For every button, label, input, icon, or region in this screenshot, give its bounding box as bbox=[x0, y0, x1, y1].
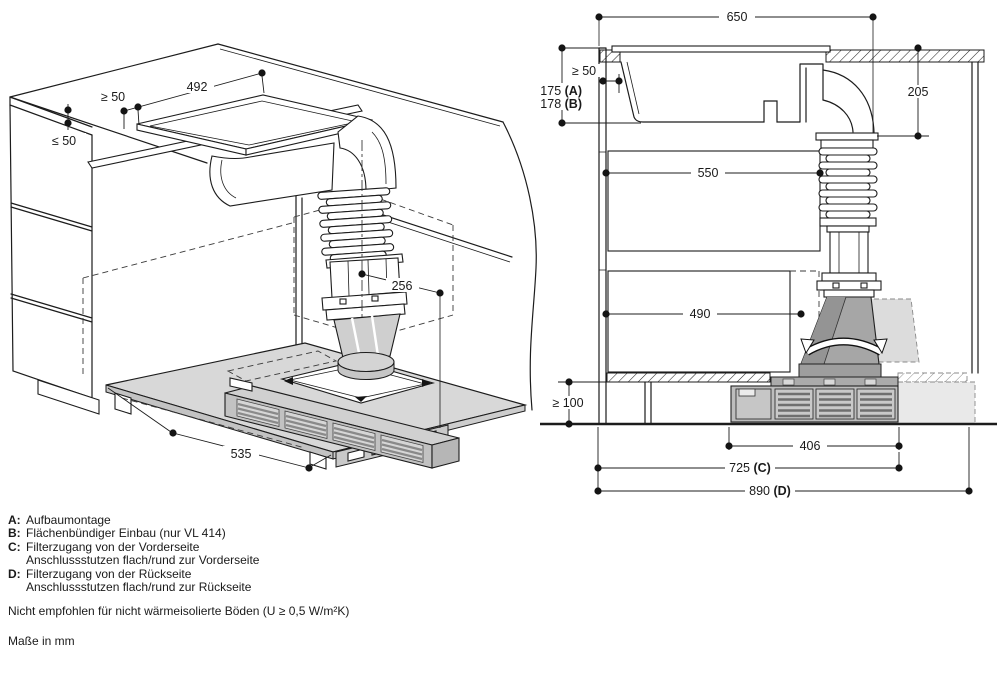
plinth-blower bbox=[730, 376, 976, 425]
dim-duct-clearance-label: 256 bbox=[392, 279, 413, 293]
dim-plinth-height-label: ≥ 100 bbox=[552, 396, 583, 410]
duct-position-outline bbox=[226, 350, 338, 382]
legend-text: Flächenbündiger Einbau (nur VL 414) bbox=[26, 526, 226, 541]
side-panel-edge bbox=[295, 195, 303, 353]
dim-cutout-length-label: 492 bbox=[187, 80, 208, 94]
angled-duct bbox=[333, 313, 401, 363]
swivel-arrow bbox=[800, 337, 888, 356]
legend-item-d: D: Filterzugang von der Rückseite bbox=[8, 566, 568, 581]
plinth-grilles bbox=[774, 378, 896, 420]
trough-body bbox=[209, 142, 335, 207]
dim-niche-width-label: 650 bbox=[727, 10, 748, 24]
trough-lid-section bbox=[611, 45, 831, 53]
installation-drawing: ≤ 50 ≥ 50 492 256 535 bbox=[9, 10, 997, 498]
dim-depth-a-label: 175 (A) bbox=[540, 84, 582, 98]
legend-text: Anschlussstutzen flach/rund zur Vorderse… bbox=[26, 553, 260, 568]
worktop bbox=[9, 43, 537, 411]
downdraft-trough bbox=[87, 94, 373, 207]
legend: A: Aufbaumontage B: Flächenbündiger Einbau… bbox=[8, 513, 568, 648]
cabinet-floor-hatch bbox=[606, 372, 771, 383]
plinth-panel bbox=[644, 381, 652, 425]
dim-clearance-mid-label: 550 bbox=[698, 166, 719, 180]
blower-unit bbox=[224, 377, 460, 469]
dim-depth-b-label: 178 (B) bbox=[540, 97, 582, 111]
cabinet-plinth-foot bbox=[37, 379, 100, 415]
flex-hose bbox=[317, 187, 395, 263]
blower-ghost bbox=[897, 381, 976, 425]
dim-elbow-depth-label: 205 bbox=[908, 85, 929, 99]
blower-grilles bbox=[236, 398, 424, 464]
dim-clearance-left-label: ≥ 50 bbox=[572, 64, 596, 78]
plate-cutout bbox=[279, 360, 436, 404]
legend-key: C: bbox=[8, 539, 21, 554]
trough-lid bbox=[136, 94, 373, 150]
insulation-note: Nicht empfohlen für nicht wärmeisolierte… bbox=[8, 604, 350, 619]
legend-key: B: bbox=[8, 526, 21, 541]
worktop-section bbox=[599, 45, 985, 63]
section-view: 650 ≥ 50 175 (A) 178 (B) 205 550 490 bbox=[529, 10, 997, 498]
trough-section bbox=[620, 61, 879, 149]
break-line bbox=[502, 121, 537, 411]
isometric-view: ≤ 50 ≥ 50 492 256 535 bbox=[9, 43, 537, 472]
elbow-outer bbox=[822, 69, 875, 134]
legend-text: Filterzugang von der Rückseite bbox=[26, 566, 192, 581]
left-view-dimensions: ≤ 50 ≥ 50 492 256 535 bbox=[44, 69, 444, 472]
dim-clearance-low-label: 490 bbox=[690, 307, 711, 321]
dim-plate-depth-label: 535 bbox=[231, 447, 252, 461]
drawer-boxes bbox=[607, 150, 821, 373]
dim-blower-width-label: 406 bbox=[800, 439, 821, 453]
legend-item-c2: Anschlussstutzen flach/rund zur Vorderse… bbox=[8, 554, 568, 567]
legend-key: D: bbox=[8, 566, 21, 581]
dim-depth-d-label: 890 (D) bbox=[749, 484, 791, 498]
flex-hose-section bbox=[816, 147, 882, 298]
legend-item-b: B: Flächenbündiger Einbau (nur VL 414) bbox=[8, 526, 568, 541]
dim-overhang-label: ≤ 50 bbox=[52, 134, 76, 148]
right-view-dimensions: 650 ≥ 50 175 (A) 178 (B) 205 550 490 bbox=[529, 10, 973, 498]
legend-text: Aufbaumontage bbox=[26, 513, 111, 527]
legend-text: Anschlussstutzen flach/rund zur Rückseit… bbox=[26, 580, 252, 595]
legend-item-d2: Anschlussstutzen flach/rund zur Rückseit… bbox=[8, 580, 568, 595]
legend-key: A: bbox=[8, 513, 21, 527]
base-cabinet bbox=[9, 104, 303, 415]
duct-assembly bbox=[317, 115, 408, 380]
elbow-inner bbox=[822, 99, 854, 133]
legend-text: Filterzugang von der Vorderseite bbox=[26, 539, 200, 554]
legend-item-c: C: Filterzugang von der Vorderseite bbox=[8, 539, 568, 554]
dim-clearance-wall-label: ≥ 50 bbox=[101, 90, 125, 104]
legend-item-a: A: Aufbaumontage bbox=[8, 513, 568, 527]
swivel-funnel bbox=[798, 296, 920, 378]
units-note: Maße in mm bbox=[8, 633, 75, 648]
elbow-duct bbox=[337, 115, 397, 192]
cabinet-walls bbox=[598, 47, 979, 425]
dim-depth-c-label: 725 (C) bbox=[729, 461, 771, 475]
plate-foot bbox=[114, 392, 132, 415]
